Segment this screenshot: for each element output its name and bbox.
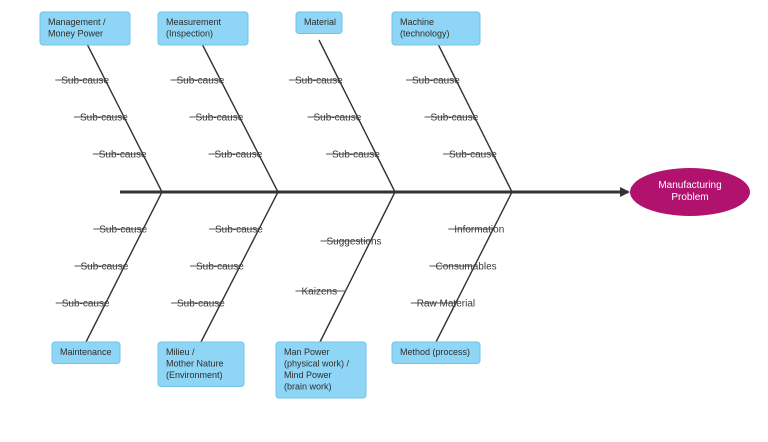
category-box xyxy=(275,341,367,399)
sub-cause-label: Sub-cause xyxy=(99,150,147,161)
sub-cause-label: Sub-cause xyxy=(449,150,497,161)
category-label: Machine xyxy=(400,17,434,27)
sub-cause-label: Sub-cause xyxy=(80,113,128,124)
category-label: (physical work) / xyxy=(284,359,350,369)
sub-cause-label: Sub-cause xyxy=(177,76,225,87)
category-box xyxy=(391,11,481,46)
sub-cause-label: Sub-cause xyxy=(314,113,362,124)
sub-cause-label: Consumables xyxy=(436,262,497,273)
sub-cause-label: Sub-cause xyxy=(215,225,263,236)
sub-cause-label: Sub-cause xyxy=(99,225,147,236)
sub-cause-label: Sub-cause xyxy=(177,299,225,310)
category-bone xyxy=(435,39,513,193)
sub-cause-label: Sub-cause xyxy=(62,299,110,310)
category-box xyxy=(39,11,131,46)
category-box xyxy=(391,341,481,364)
category-label: (technology) xyxy=(400,29,450,39)
sub-cause-label: Sub-cause xyxy=(412,76,460,87)
sub-cause-label: Sub-cause xyxy=(431,113,479,124)
category-label: (Environment) xyxy=(166,370,223,380)
problem-label: Manufacturing xyxy=(658,180,721,191)
category-label: Method (process) xyxy=(400,347,470,357)
category-label: (Inspection) xyxy=(166,29,213,39)
category-label: Milieu / xyxy=(166,347,195,357)
category-box xyxy=(157,341,245,387)
sub-cause-label: Sub-cause xyxy=(196,113,244,124)
category-box xyxy=(295,11,343,34)
category-label: Measurement xyxy=(166,17,222,27)
sub-cause-label: Sub-cause xyxy=(81,262,129,273)
category-bone xyxy=(319,191,396,343)
category-bone xyxy=(199,39,279,193)
category-bone xyxy=(200,191,279,343)
category-bone xyxy=(84,39,163,193)
category-box xyxy=(157,11,249,46)
category-bone xyxy=(85,191,163,343)
category-bone xyxy=(318,39,396,193)
sub-cause-label: Sub-cause xyxy=(295,76,343,87)
category-bone xyxy=(435,191,513,343)
category-label: Man Power xyxy=(284,347,330,357)
sub-cause-label: Sub-cause xyxy=(196,262,244,273)
category-label: Management / xyxy=(48,17,106,27)
sub-cause-label: Sub-cause xyxy=(61,76,109,87)
category-label: (brain work) xyxy=(284,382,332,392)
sub-cause-label: Kaizens xyxy=(302,287,338,298)
sub-cause-label: Sub-cause xyxy=(332,150,380,161)
problem-ellipse xyxy=(630,168,750,216)
category-label: Mother Nature xyxy=(166,359,224,369)
sub-cause-label: Sub-cause xyxy=(215,150,263,161)
category-label: Material xyxy=(304,17,336,27)
category-label: Maintenance xyxy=(60,347,112,357)
sub-cause-label: Information xyxy=(454,225,504,236)
sub-cause-label: Suggestions xyxy=(327,237,382,248)
category-box xyxy=(51,341,121,364)
category-label: Mind Power xyxy=(284,370,332,380)
sub-cause-label: Raw Material xyxy=(417,299,475,310)
category-label: Money Power xyxy=(48,29,103,39)
problem-label: Problem xyxy=(671,192,708,203)
